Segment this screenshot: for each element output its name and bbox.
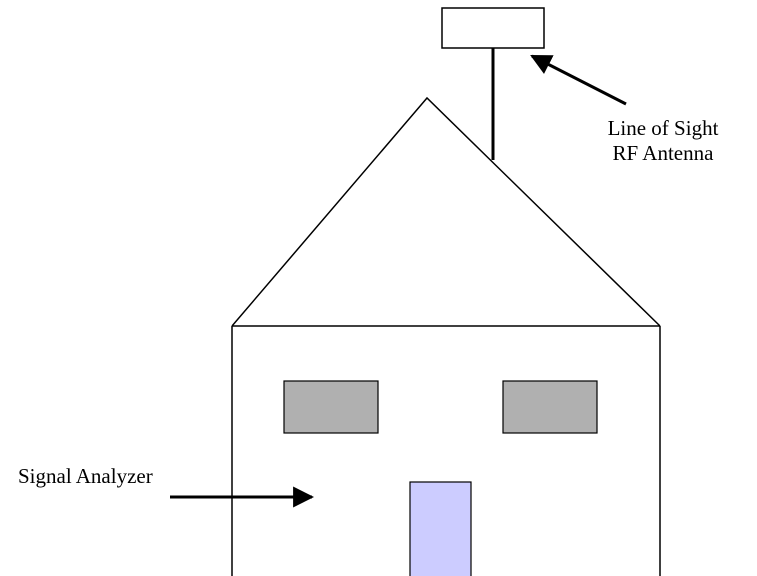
analyzer-label: Signal Analyzer [18,464,153,488]
antenna-label-line2: RF Antenna [612,141,714,166]
antenna-arrow [530,54,627,106]
window-right [502,380,598,434]
roof [231,96,661,327]
door [409,481,472,576]
antenna-label: Line of Sight RF Antenna [588,116,738,166]
antenna-box [441,7,545,49]
window-left [283,380,379,434]
antenna-label-line1: Line of Sight [607,116,719,140]
